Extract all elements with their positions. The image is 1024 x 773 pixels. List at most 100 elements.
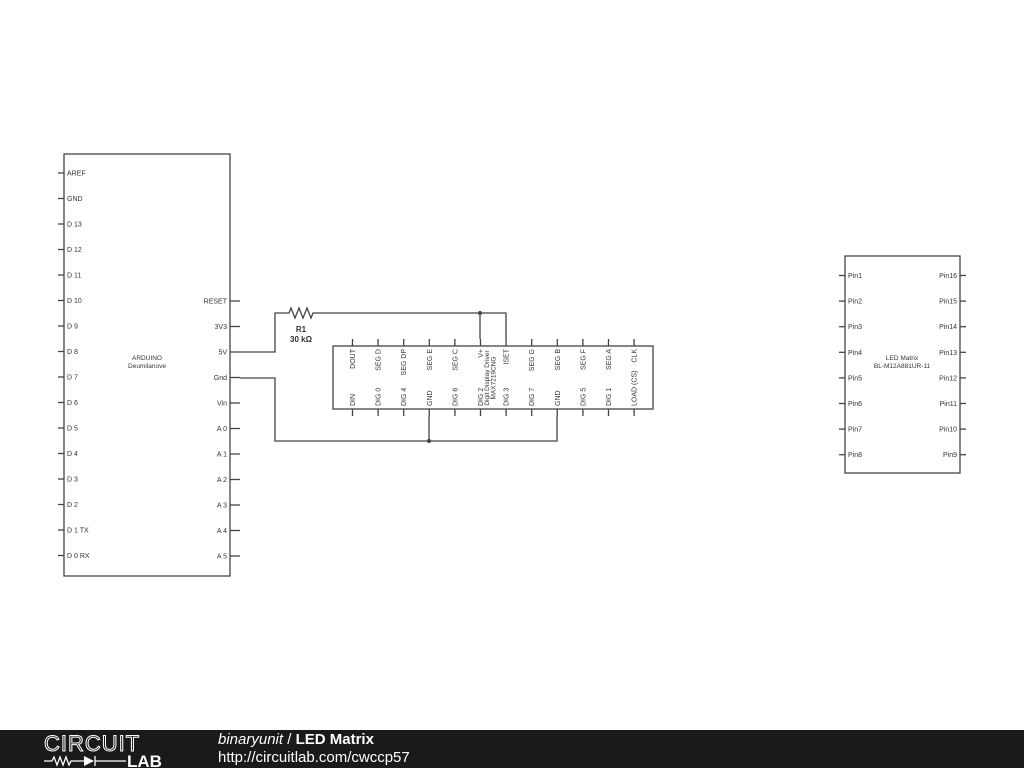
driver-bottom-pin-dig-6-label: DIG 6 (452, 388, 459, 406)
arduino-pin-d-3-label: D 3 (67, 477, 78, 484)
resistor-ref: R1 (296, 325, 307, 334)
arduino-pin-d-11-label: D 11 (67, 273, 81, 280)
driver-title-line: MAX7219CNG (491, 357, 498, 400)
arduino-pin-d-0-rx-label: D 0 RX (67, 553, 90, 560)
driver-top-pin-dout-label: DOUT (350, 348, 357, 369)
wires (240, 311, 558, 443)
author-link[interactable]: binaryunit (218, 731, 284, 748)
wire-junction-dot (427, 439, 431, 443)
arduino-pin-a-1-label: A 1 (217, 452, 227, 459)
led-matrix-body (844, 255, 961, 474)
arduino-pin-d-1-tx-label: D 1 TX (67, 528, 89, 535)
led-matrix-pin14-label: Pin14 (939, 324, 957, 331)
led-matrix-pin13-label: Pin13 (939, 350, 957, 357)
arduino-pin-gnd-label: Gnd (214, 375, 227, 382)
driver-bottom-pin-dig-3-label: DIG 3 (504, 388, 511, 406)
arduino-pin-3v3-label: 3V3 (215, 324, 228, 331)
arduino-body (63, 153, 231, 577)
driver-bottom-pin-dig-4-label: DIG 4 (401, 388, 408, 406)
wire-5v-to-resistor (240, 312, 287, 353)
led-matrix-part: BL-M12A881UR-11 (874, 363, 931, 370)
wire-resistor-to-isett (315, 312, 507, 339)
led-matrix-pin2-label: Pin2 (848, 299, 862, 306)
logo-text-top: CIRCUIT (44, 731, 140, 756)
arduino-pin-aref-label: AREF (67, 171, 86, 178)
arduino-pin-a-2-label: A 2 (217, 477, 227, 484)
arduino-pin-a-0-label: A 0 (217, 426, 227, 433)
led-matrix-pin16-label: Pin16 (939, 273, 957, 280)
driver-body (332, 345, 654, 410)
led-matrix-pin8-label: Pin8 (848, 452, 862, 459)
driver-top-pin-v-label: V+ (478, 349, 485, 358)
max7219-driver-component[interactable]: DOUT SEG D SEG DP SEG E SEG C V+ ISET SEG G SEG … (332, 339, 654, 416)
arduino-pin-d-5-label: D 5 (67, 426, 78, 433)
design-title-line: binaryunit / LED Matrix (218, 731, 374, 748)
resistor-symbol (287, 306, 315, 320)
led-matrix-pin4-label: Pin4 (848, 350, 862, 357)
driver-top-pin-seg-c-label: SEG C (452, 349, 459, 371)
arduino-pin-vin-label: Vin (217, 401, 227, 408)
arduino-pin-d-8-label: D 8 (67, 349, 78, 356)
arduino-pin-d-12-label: D 12 (67, 247, 82, 254)
arduino-pin-d-2-label: D 2 (67, 502, 78, 509)
driver-top-pin-seg-dp-label: SEG DP (401, 349, 408, 376)
arduino-pin-a-5-label: A 5 (217, 554, 227, 561)
design-url[interactable]: http://circuitlab.com/cwccp57 (218, 749, 410, 766)
arduino-pin-d-13-label: D 13 (67, 222, 82, 229)
driver-bottom-pin-load-cs-label: LOAD (CS) (632, 371, 639, 406)
arduino-pin-a-3-label: A 3 (217, 503, 227, 510)
logo-diode-icon (84, 756, 94, 766)
led-matrix-pin10-label: Pin10 (939, 427, 957, 434)
driver-bottom-pin-gnd-label: GND (555, 390, 562, 406)
driver-top-pin-seg-e-label: SEG E (427, 349, 434, 371)
driver-bottom-pin-dig-7-label: DIG 7 (529, 388, 536, 406)
arduino-component[interactable]: AREF GND D 13 D 12 D 11 D 10 D 9 D 8 D 7 D 6 D 5 D … (58, 153, 240, 577)
arduino-pin-d-9-label: D 9 (67, 324, 78, 331)
led-matrix-pin7-label: Pin7 (848, 427, 862, 434)
driver-bottom-pin-dig-0-label: DIG 0 (376, 388, 383, 406)
arduino-name: ARDUINO (132, 355, 162, 362)
led-matrix-pin1-label: Pin1 (848, 273, 862, 280)
driver-title-line: Digit Display Driver (484, 350, 491, 406)
led-matrix-name: LED Matrix (886, 355, 919, 362)
led-matrix-pin11-label: Pin11 (940, 401, 957, 408)
driver-bottom-pin-gnd-label: GND (427, 390, 434, 406)
driver-top-pin-seg-b-label: SEG B (555, 349, 562, 371)
arduino-pin-d-4-label: D 4 (67, 451, 78, 458)
driver-bottom-pin-din-label: DIN (350, 394, 357, 406)
resistor-value: 30 kΩ (290, 335, 313, 344)
wire-gnd-bus (240, 377, 558, 442)
arduino-pin-a-4-label: A 4 (217, 528, 227, 535)
driver-top-pin-clk-label: CLK (632, 349, 639, 363)
logo-resistor-icon (44, 755, 84, 767)
arduino-pin-d-10-label: D 10 (67, 298, 82, 305)
led-matrix-pin3-label: Pin3 (848, 324, 862, 331)
driver-top-pin-seg-g-label: SEG G (529, 349, 536, 371)
driver-bottom-pin-dig-1-label: DIG 1 (606, 388, 613, 406)
arduino-pin-5v-label: 5V (218, 350, 227, 357)
arduino-pin-d-7-label: D 7 (67, 375, 78, 382)
led-matrix-pin15-label: Pin15 (939, 299, 957, 306)
design-title[interactable]: LED Matrix (295, 731, 374, 748)
driver-top-pin-seg-d-label: SEG D (376, 349, 383, 371)
driver-bottom-pin-dig-2-label: DIG 2 (478, 388, 485, 406)
driver-top-pin-iset-label: ISET (504, 348, 511, 364)
led-matrix-pin6-label: Pin6 (848, 401, 862, 408)
led-matrix-pin12-label: Pin12 (939, 375, 957, 382)
driver-bottom-pin-dig-5-label: DIG 5 (580, 388, 587, 406)
circuitlab-logo[interactable]: CIRCUIT LAB (44, 730, 174, 772)
led-matrix-pin5-label: Pin5 (848, 375, 862, 382)
arduino-pin-reset-label: RESET (204, 299, 228, 306)
footer-bar: CIRCUIT LAB binaryunit / LED Matrix http… (0, 730, 1024, 772)
driver-top-pin-seg-f-label: SEG F (580, 349, 587, 370)
schematic-canvas: AREF GND D 13 D 12 D 11 D 10 D 9 D 8 D 7 D 6 D 5 D … (58, 153, 966, 577)
arduino-pin-d-6-label: D 6 (67, 400, 78, 407)
wire-junction-dot (478, 311, 482, 315)
arduino-model: Deumilanove (128, 363, 166, 370)
title-separator: / (283, 731, 296, 748)
led-matrix-pin9-label: Pin9 (943, 452, 957, 459)
arduino-pin-gnd-label: GND (67, 196, 83, 203)
driver-top-pin-seg-a-label: SEG A (606, 349, 613, 370)
